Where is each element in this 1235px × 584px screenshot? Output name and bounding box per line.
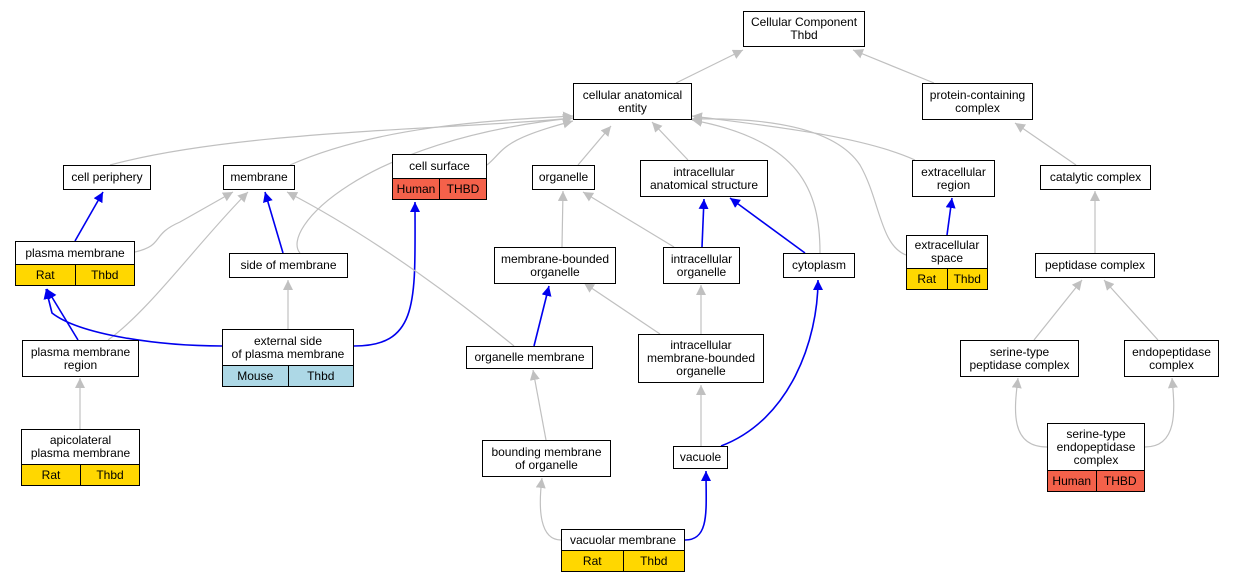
- edge-cae-to-root: [675, 49, 744, 84]
- node-root[interactable]: Cellular Component Thbd: [743, 11, 865, 47]
- node-mem[interactable]: membrane: [223, 165, 295, 190]
- edge-mem-to-cae: [289, 111, 574, 166]
- node-espm[interactable]: external side of plasma membrane: [222, 329, 354, 366]
- node-om[interactable]: organelle membrane: [466, 346, 593, 369]
- gene-cell: Thbd: [74, 265, 134, 285]
- node-io[interactable]: intracellular organelle: [663, 247, 740, 284]
- edge-som-to-cae: [296, 114, 574, 254]
- node-ecs[interactable]: extracellular space: [906, 235, 988, 269]
- edge-stepc-to-epc: [1144, 377, 1178, 448]
- node-pm[interactable]: plasma membrane: [15, 241, 135, 265]
- node-epc[interactable]: endopeptidase complex: [1124, 340, 1219, 377]
- node-vm[interactable]: vacuolar membrane: [561, 529, 685, 551]
- node-ecr[interactable]: extracellular region: [912, 160, 995, 197]
- species-cell: Mouse: [223, 366, 288, 386]
- edge-om-to-mem: [286, 191, 515, 347]
- node-pc[interactable]: peptidase complex: [1035, 253, 1155, 278]
- gene-cell: THBD: [1095, 471, 1144, 491]
- node-cc[interactable]: catalytic complex: [1040, 165, 1151, 190]
- edge-ias-to-cae: [651, 121, 689, 161]
- node-pcc[interactable]: protein-containing complex: [922, 83, 1033, 120]
- node-pmr[interactable]: plasma membrane region: [22, 340, 139, 377]
- node-som[interactable]: side of membrane: [229, 253, 348, 278]
- edge-io-to-org: [582, 191, 675, 248]
- edge-ecr-to-cae: [691, 112, 916, 161]
- edge-epc-to-pc: [1103, 279, 1159, 341]
- node-cae[interactable]: cellular anatomical entity: [573, 83, 692, 120]
- edge-om-to-mbo: [533, 285, 552, 347]
- node-ias[interactable]: intracellular anatomical structure: [640, 160, 768, 197]
- edge-stpc-to-pc: [1033, 279, 1083, 341]
- node-mbo[interactable]: membrane-bounded organelle: [494, 247, 616, 284]
- node-org[interactable]: organelle: [532, 165, 595, 190]
- gene-cell: Thbd: [80, 465, 139, 485]
- node-stepc[interactable]: serine-type endopeptidase complex: [1047, 423, 1145, 471]
- edge-pmr-to-mem: [107, 191, 249, 341]
- species-cell: Rat: [22, 465, 80, 485]
- node-cyto[interactable]: cytoplasm: [783, 253, 855, 278]
- edge-espm-to-pm: [43, 288, 223, 347]
- edge-pcc-to-root: [852, 49, 935, 84]
- edge-org-to-cae: [577, 125, 612, 166]
- edge-imbo-to-mbo: [583, 282, 661, 335]
- edge-vm-to-vac: [684, 470, 712, 541]
- species-cell: Rat: [907, 269, 947, 289]
- edge-mbo-to-org: [557, 190, 568, 248]
- species-cell: Human: [393, 179, 439, 199]
- node-stpc[interactable]: serine-type peptidase complex: [960, 340, 1079, 377]
- edge-cs-to-cae: [486, 118, 574, 166]
- edge-ecs-to-ecr: [945, 197, 956, 236]
- gene-cell: Thbd: [946, 269, 987, 289]
- edge-cc-to-pcc: [1014, 122, 1077, 166]
- edge-pm-to-mem: [134, 191, 234, 253]
- edge-io-to-ias: [698, 198, 709, 248]
- gene-cell: Thbd: [287, 366, 353, 386]
- edge-cyto-to-ias: [729, 197, 806, 254]
- node-imbo[interactable]: intracellular membrane-bounded organelle: [638, 334, 764, 383]
- gene-cell: Thbd: [622, 551, 684, 571]
- species-cell: Rat: [16, 265, 75, 285]
- edge-som-to-mem: [263, 191, 284, 254]
- edge-pmr-to-pm: [46, 288, 79, 341]
- species-cell: Human: [1048, 471, 1096, 491]
- edge-bmo-to-om: [529, 369, 547, 441]
- edge-vm-to-bmo: [535, 477, 562, 541]
- edge-vac-to-cyto: [720, 279, 823, 447]
- node-vac[interactable]: vacuole: [673, 446, 728, 469]
- species-cell: Rat: [562, 551, 623, 571]
- edge-stepc-to-stpc: [1011, 377, 1048, 448]
- node-cp[interactable]: cell periphery: [63, 165, 151, 190]
- edge-espm-to-cs: [353, 201, 421, 347]
- edge-cp-to-cae: [109, 113, 574, 166]
- node-apm[interactable]: apicolateral plasma membrane: [21, 429, 140, 465]
- node-bmo[interactable]: bounding membrane of organelle: [482, 440, 611, 477]
- edge-pm-to-cp: [74, 191, 104, 242]
- node-cs[interactable]: cell surface: [392, 154, 487, 179]
- gene-cell: THBD: [439, 179, 486, 199]
- edge-cyto-to-cae: [691, 116, 821, 254]
- edge-ecs-to-cae: [691, 113, 907, 256]
